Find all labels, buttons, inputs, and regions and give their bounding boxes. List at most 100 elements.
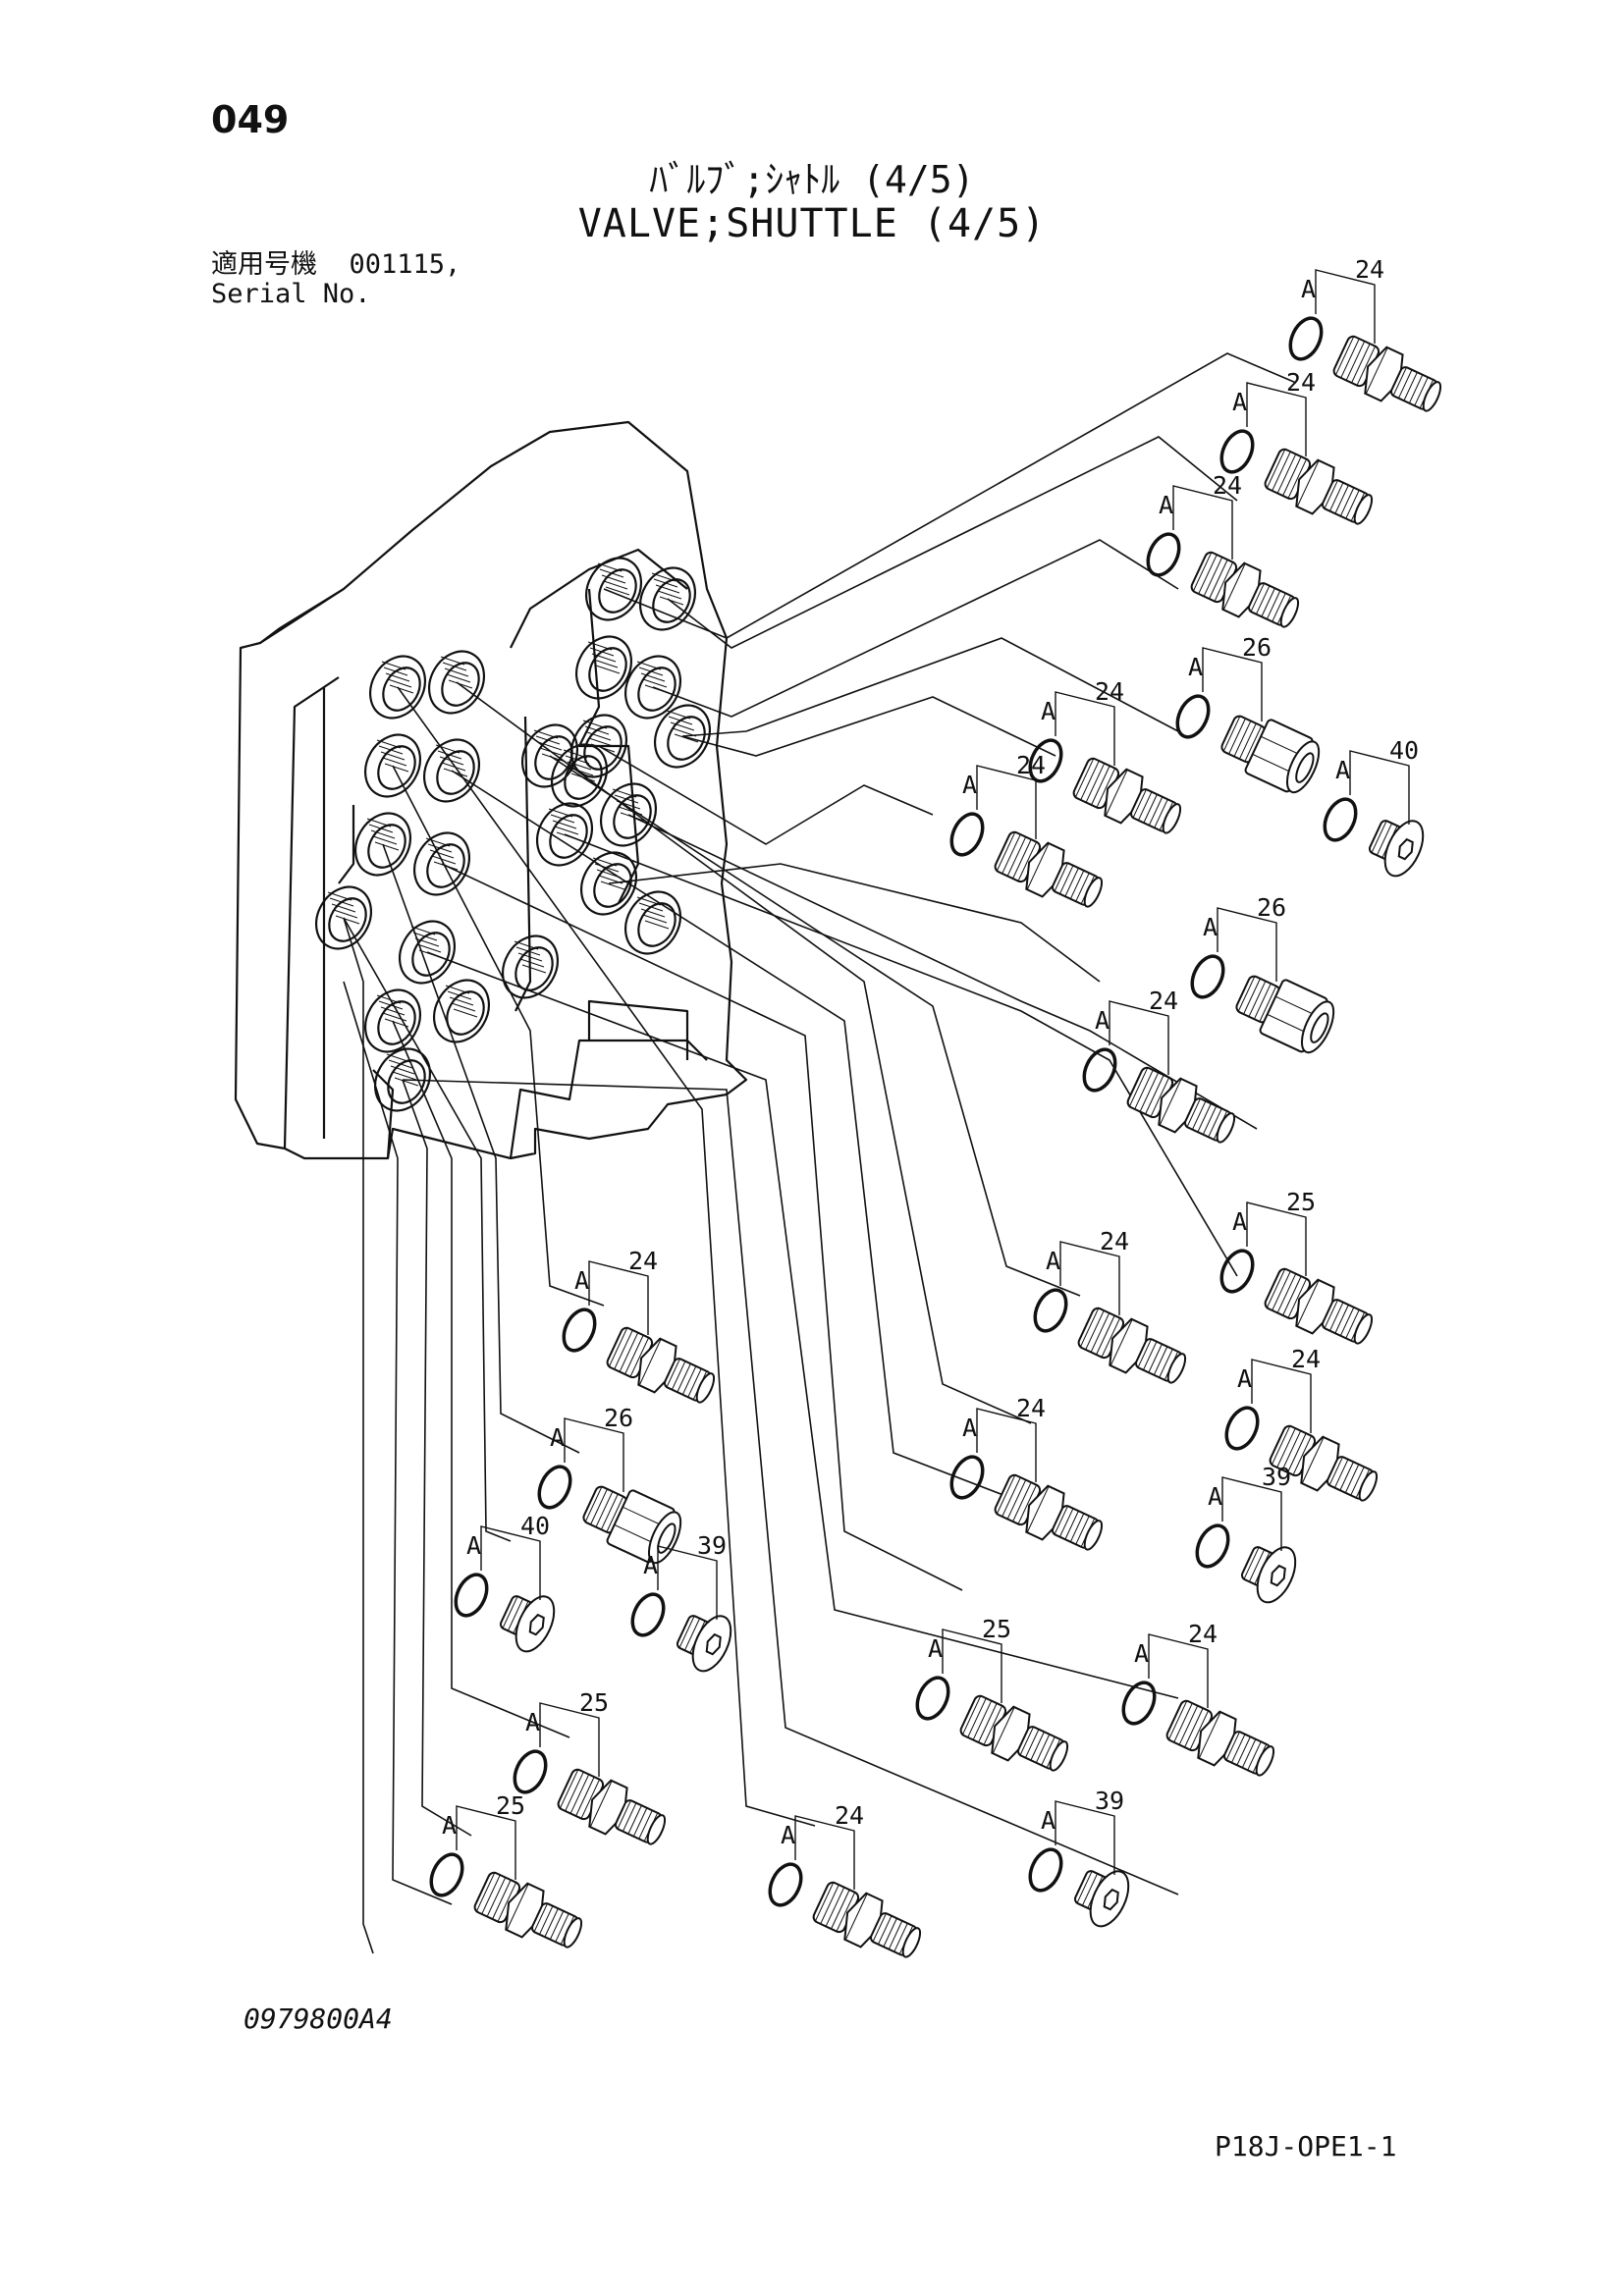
leader-line [598,745,934,845]
port-bore [412,831,471,896]
leader-line [608,863,1101,983]
callout-bracket [1059,1241,1120,1315]
callout-bracket [794,1815,855,1890]
valve-body-tab [587,999,689,1060]
part-number-label: 40 [520,1512,550,1540]
parts-layer: A24A24A24A26A40A24A24A26A24A25A24A24A24A… [429,255,1442,1958]
part-number-label: 26 [604,1404,633,1432]
seal-letter-label: A [781,1821,795,1849]
o-ring [1219,429,1255,474]
o-ring [1028,738,1063,783]
callout-bracket [976,1408,1037,1482]
part-callout-p4: A26 [1175,633,1321,794]
callout-bracket [942,1629,1002,1703]
leader-line [397,686,816,1827]
part-number-label: 25 [982,1615,1011,1643]
seal-letter-label: A [1046,1247,1060,1275]
callout-bracket [1221,1476,1282,1551]
valve-body-edge [510,548,688,649]
part-callout-p3: A 24 [1146,471,1300,628]
part-number-label: 24 [1355,255,1384,284]
o-ring [630,1592,666,1637]
seal-letter-label: A [1237,1364,1252,1393]
part-number-label: 24 [1188,1620,1218,1648]
leader-line [681,637,1179,737]
seal-letter-label: A [1159,491,1173,519]
part-number-label: 26 [1242,633,1272,662]
part-callout-p19: A25 [915,1615,1069,1772]
part-number-label: 24 [1100,1227,1129,1255]
seal-letter-label: A [1301,275,1316,303]
leader-line [343,981,453,1905]
leader-line [392,1020,570,1738]
callout-bracket [1246,382,1307,456]
part-callout-p18: A39 [630,1531,732,1673]
port-bore [368,655,427,720]
leader-line [402,1079,1179,1896]
o-ring [949,1455,985,1500]
port-bore [314,885,373,950]
callout-bracket [1251,1359,1312,1433]
o-ring [768,1862,803,1907]
port-bore [579,851,638,916]
part-callout-p11: A 24 [1033,1227,1187,1384]
title-japanese: ﾊﾞﾙﾌﾞ;ｼｬﾄﾙ (4/5) [649,158,975,201]
o-ring [1146,532,1181,577]
o-ring [1175,694,1211,739]
part-number-label: 40 [1389,736,1419,765]
callout-bracket [1349,750,1410,825]
part-number-label: 24 [1213,471,1242,500]
part-callout-p20: A24 [1121,1620,1275,1777]
leader-line [382,843,580,1454]
title-english: VALVE;SHUTTLE (4/5) [577,201,1047,246]
o-ring [1028,1847,1063,1893]
leader-line [451,770,1022,1503]
callout-bracket [1246,1201,1307,1276]
leader-line [681,696,1056,757]
callout-bracket [480,1525,541,1600]
part-number-label: 25 [1286,1188,1316,1216]
port-bore [653,704,712,769]
part-callout-p10: A25 [1219,1188,1374,1345]
serial-label-jp: 適用号機 [211,249,317,280]
seal-letter-label: A [962,771,977,799]
part-number-label: 39 [697,1531,727,1560]
part-callout-p17: A40 [454,1512,556,1653]
seal-letter-label: A [1232,388,1247,416]
callout-bracket [456,1805,516,1880]
valve-body-edge [283,676,340,1149]
leader-line [627,814,1258,1130]
leader-line [392,765,605,1307]
page-number: 049 [211,98,290,141]
o-ring [1082,1047,1117,1093]
o-ring [454,1573,489,1618]
o-ring [1219,1249,1255,1294]
part-callout-p24: A39 [1028,1787,1130,1928]
part-callout-p14: A39 [1195,1463,1297,1604]
o-ring [1190,954,1225,999]
leader-line [603,352,1297,639]
serial-block: 適用号機 001115, Serial No. [211,250,460,309]
o-ring [513,1749,548,1794]
callout-bracket [976,765,1037,839]
valve-body-edge [372,1069,395,1159]
o-ring [429,1852,464,1897]
seal-letter-label: A [1208,1482,1222,1511]
seal-letter-label: A [442,1811,457,1840]
port-bore [638,566,697,631]
port-bore [501,934,560,999]
part-number-label: 39 [1095,1787,1124,1815]
part-number-label: 24 [628,1247,658,1275]
page-code: P18J-OPE1-1 [1215,2130,1397,2163]
callout-bracket [564,1417,624,1492]
part-callout-p7: A24 [949,751,1104,908]
seal-letter-label: A [1041,697,1056,725]
callout-bracket [1109,1000,1169,1075]
leader-line [456,681,1032,1424]
part-callout-p21: A25 [513,1688,667,1845]
port-bore [363,733,422,798]
part-number-label: 26 [1257,893,1286,922]
serial-value: 001115, [349,249,461,280]
leader-line [402,1079,472,1837]
